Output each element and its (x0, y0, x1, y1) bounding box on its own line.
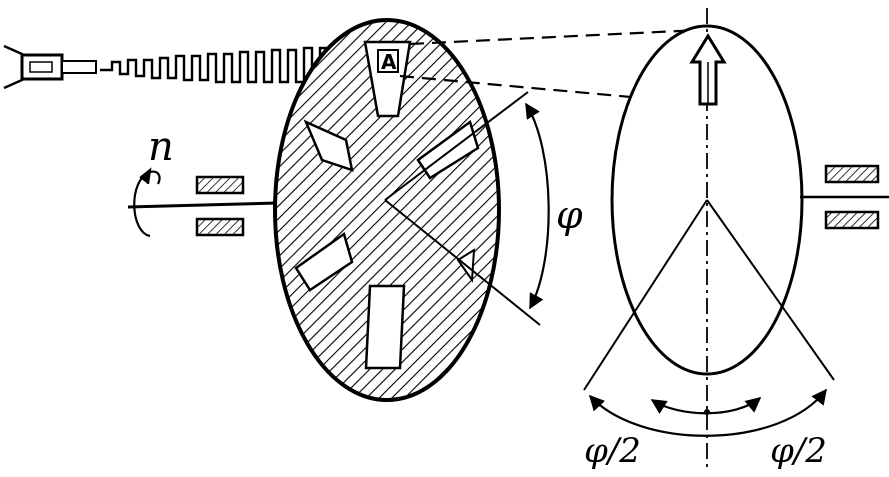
emitter-source (3, 44, 97, 90)
arc-center-dot (704, 409, 710, 415)
outer-angle-arc (588, 388, 827, 437)
disk-slot-bottom (364, 284, 406, 370)
marker-label: A (381, 50, 397, 74)
angle-phi-arc (525, 102, 550, 310)
disk-slot-upper-left (303, 119, 354, 172)
right-bearing-bottom (824, 210, 880, 230)
vector-arrow (689, 33, 727, 106)
half-angle-right-label: φ/2 (770, 431, 827, 471)
fan-line-left (583, 199, 708, 391)
fan-line-right (706, 199, 835, 381)
projection-lines (399, 28, 709, 106)
disk-slot-top: A (363, 40, 412, 118)
half-angle-left-label: φ/2 (584, 431, 641, 471)
rotating-disk: A (273, 18, 501, 402)
angle-phi-label: φ (556, 193, 583, 237)
side-view (583, 8, 889, 470)
disk-slot-lower-left (294, 231, 354, 292)
right-bearing-top (824, 164, 880, 184)
angle-lines (384, 91, 541, 326)
rotation-label: n (148, 124, 174, 170)
left-bearings (195, 175, 245, 237)
rotation-arrow (133, 167, 161, 238)
